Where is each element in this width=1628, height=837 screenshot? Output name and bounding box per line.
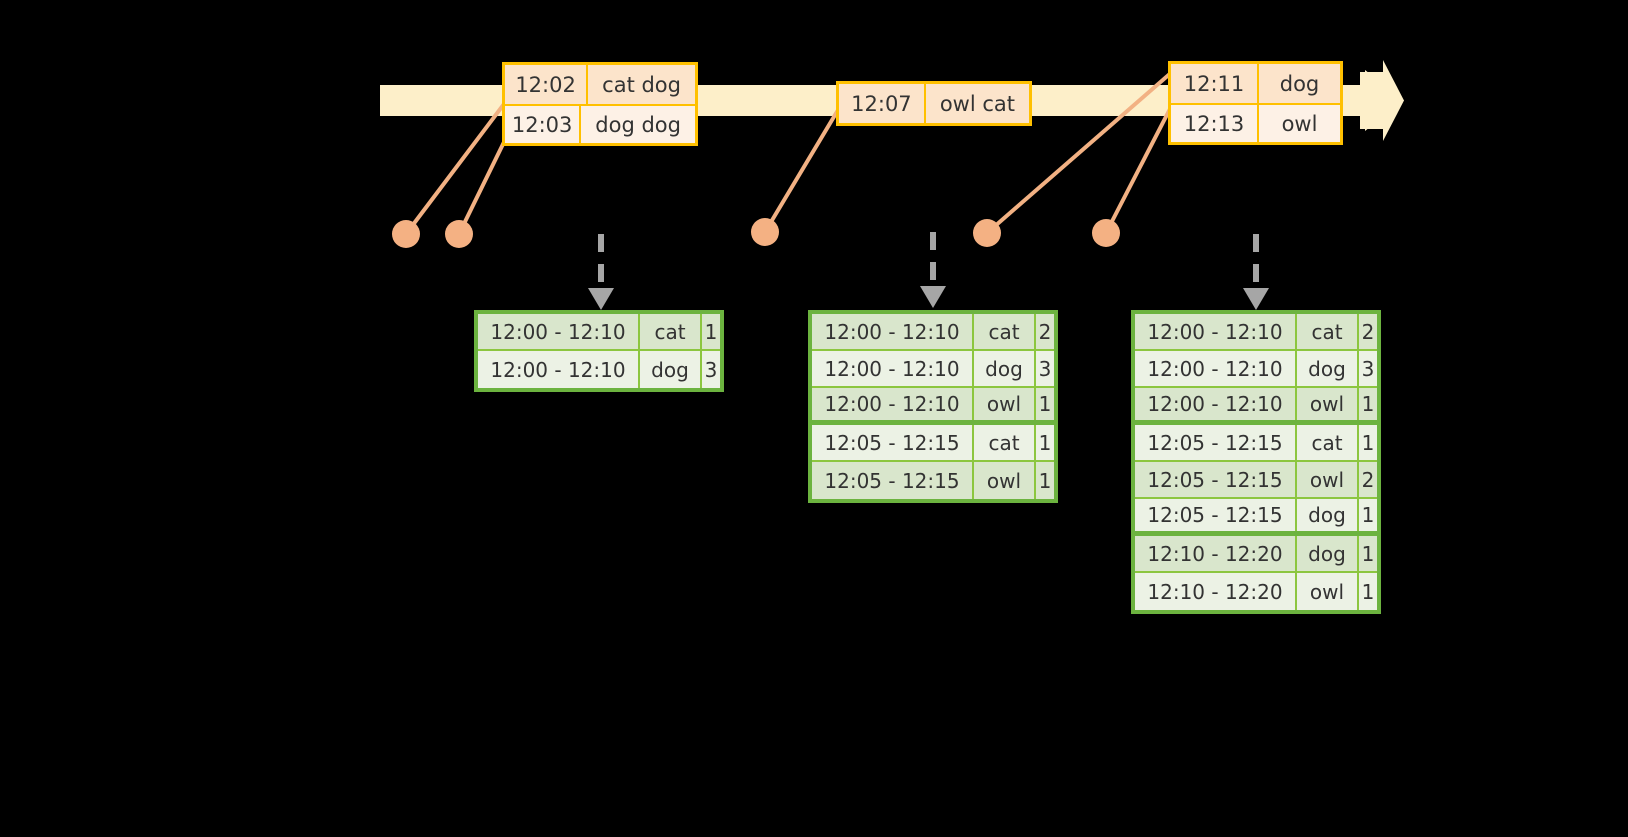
- cell-window: 12:05 - 12:15: [1135, 462, 1297, 497]
- cell-count: 2: [1361, 319, 1375, 344]
- cell-count: 2: [1038, 319, 1052, 344]
- cell-window: 12:05 - 12:15: [812, 462, 974, 499]
- cell-word: dog: [1297, 536, 1359, 571]
- cell-window: 12:00 - 12:10: [478, 314, 640, 349]
- connector-dot-4: [973, 219, 1001, 247]
- event-row[interactable]: 12:07 owl cat: [839, 84, 1029, 123]
- connector-line-2: [457, 136, 508, 236]
- cell-count: 1: [1038, 468, 1052, 493]
- cell-window: 12:00 - 12:10: [1135, 351, 1297, 386]
- cell-count: 1: [1361, 503, 1375, 527]
- cell-word: owl: [1297, 388, 1359, 420]
- cell-word: cat: [974, 314, 1036, 349]
- event-group-2[interactable]: 12:07 owl cat: [836, 81, 1032, 126]
- cell-count: 3: [704, 357, 718, 382]
- cell-count: 1: [704, 319, 718, 344]
- cell-count: 1: [1361, 392, 1375, 416]
- cell-count: 1: [1038, 430, 1052, 455]
- cell-word: cat: [640, 314, 702, 349]
- event-value: owl cat: [939, 91, 1015, 116]
- event-value: dog: [1279, 71, 1320, 96]
- cell-window: 12:10 - 12:20: [1135, 573, 1297, 610]
- cell-window: 12:00 - 12:10: [812, 388, 974, 420]
- event-group-3[interactable]: 12:11 dog 12:13 owl: [1168, 61, 1343, 145]
- cell-count: 3: [1038, 356, 1052, 381]
- event-time: 12:03: [505, 106, 582, 143]
- event-row[interactable]: 12:13 owl: [1171, 103, 1340, 142]
- cell-count: 1: [1361, 430, 1375, 455]
- connector-dots: [392, 218, 1120, 248]
- cell-window: 12:05 - 12:15: [1135, 499, 1297, 531]
- cell-window: 12:10 - 12:20: [1135, 536, 1297, 571]
- cell-count: 1: [1361, 541, 1375, 566]
- cell-count: 3: [1361, 356, 1375, 381]
- cell-word: cat: [974, 425, 1036, 460]
- event-time: 12:13: [1171, 105, 1259, 142]
- cell-word: dog: [640, 351, 702, 388]
- event-time: 12:07: [839, 84, 926, 123]
- cell-word: cat: [1297, 314, 1359, 349]
- cell-word: owl: [1297, 462, 1359, 497]
- event-group-1[interactable]: 12:02 cat dog 12:03 dog dog: [502, 62, 698, 146]
- cell-count: 1: [1038, 392, 1052, 416]
- flow-arrow-2: [920, 232, 946, 308]
- cell-word: owl: [974, 462, 1036, 499]
- connector-line-5: [1104, 103, 1174, 235]
- cell-count: 1: [1361, 579, 1375, 604]
- event-row[interactable]: 12:02 cat dog: [505, 65, 695, 104]
- cell-window: 12:00 - 12:10: [812, 351, 974, 386]
- event-value: cat dog: [602, 72, 681, 97]
- cell-word: owl: [1297, 573, 1359, 610]
- event-value: owl: [1281, 111, 1318, 136]
- cell-word: dog: [1297, 499, 1359, 531]
- connector-dot-3: [751, 218, 779, 246]
- cell-window: 12:00 - 12:10: [478, 351, 640, 388]
- cell-window: 12:00 - 12:10: [1135, 388, 1297, 420]
- flow-arrow-1: [588, 234, 614, 310]
- cell-window: 12:05 - 12:15: [812, 425, 974, 460]
- cell-count: 2: [1361, 467, 1375, 492]
- event-value: dog dog: [595, 112, 681, 137]
- cell-window: 12:00 - 12:10: [812, 314, 974, 349]
- cell-word: owl: [974, 388, 1036, 420]
- cell-word: dog: [974, 351, 1036, 386]
- connector-line-3: [763, 108, 840, 234]
- event-time: 12:11: [1171, 64, 1259, 103]
- cell-window: 12:05 - 12:15: [1135, 425, 1297, 460]
- cell-word: cat: [1297, 425, 1359, 460]
- cell-word: dog: [1297, 351, 1359, 386]
- connector-dot-2: [445, 220, 473, 248]
- event-time: 12:02: [505, 65, 589, 104]
- connector-dot-1: [392, 220, 420, 248]
- connector-dot-5: [1092, 219, 1120, 247]
- cell-window: 12:00 - 12:10: [1135, 314, 1297, 349]
- flow-arrows: [588, 232, 1269, 310]
- connector-line-1: [404, 102, 506, 236]
- event-row[interactable]: 12:03 dog dog: [505, 104, 695, 143]
- flow-arrow-3: [1243, 234, 1269, 310]
- event-row[interactable]: 12:11 dog: [1171, 64, 1340, 103]
